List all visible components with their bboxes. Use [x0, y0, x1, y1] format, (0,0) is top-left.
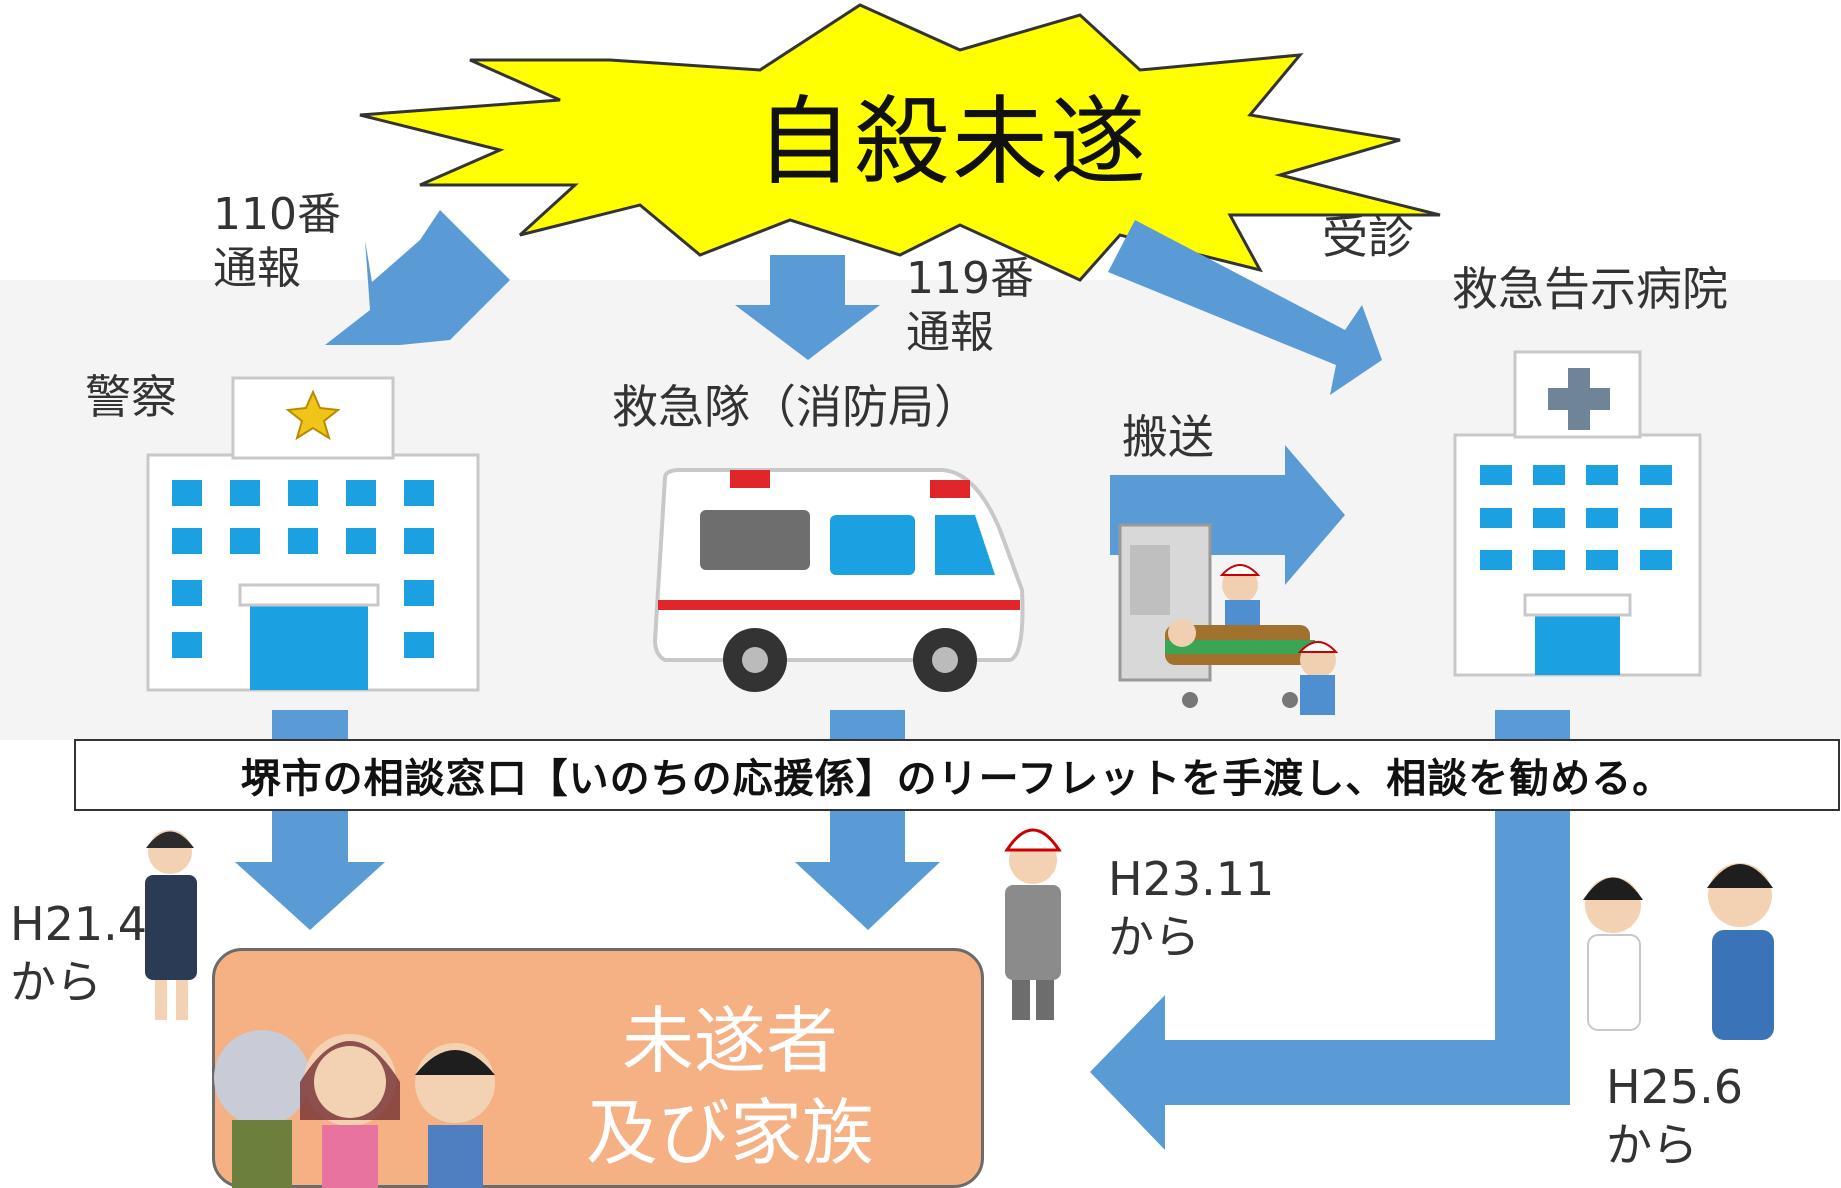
target-label: 未遂者 及び家族: [585, 999, 874, 1175]
label-police-call: 110番 通報: [213, 189, 341, 294]
date-police: H21.4 から: [10, 897, 148, 1009]
arrow-hospital-loop: [1090, 710, 1570, 1150]
police-emblem-icon: [285, 389, 341, 441]
explosion-burst: [359, 3, 1441, 282]
label-ambulance-call: 119番 通報: [906, 253, 1034, 358]
arrow-to-hospital: [1108, 220, 1382, 395]
family-group-icon: [214, 1030, 495, 1188]
arrow-to-ambulance: [735, 255, 880, 360]
ambulance-icon: [652, 468, 1025, 692]
patient-icon: [1707, 863, 1774, 1040]
date-ambulance: H23.11 から: [1108, 852, 1275, 964]
label-hospital: 救急告示病院: [1452, 262, 1728, 316]
label-hospital-visit: 受診: [1322, 210, 1414, 264]
label-transport: 搬送: [1122, 410, 1214, 464]
label-fire-ambulance: 救急隊（消防局）: [612, 380, 980, 434]
label-police: 警察: [85, 370, 177, 424]
date-hospital: H25.6 から: [1606, 1060, 1744, 1172]
leaflet-banner: 堺市の相談窓口【いのちの応援係】のリーフレットを手渡し、相談を勧める。: [74, 739, 1840, 811]
nurse-icon: [1583, 877, 1643, 1031]
police-officer-icon: [145, 830, 197, 1020]
medical-cross-icon: [1548, 368, 1610, 430]
arrow-to-police: [325, 210, 510, 345]
stretcher-transport-icon: [1118, 523, 1339, 715]
hospital-building: [1453, 350, 1702, 677]
police-building: [146, 376, 480, 692]
page-title: 自殺未遂: [756, 86, 1148, 198]
firefighter-icon: [1004, 828, 1062, 1020]
